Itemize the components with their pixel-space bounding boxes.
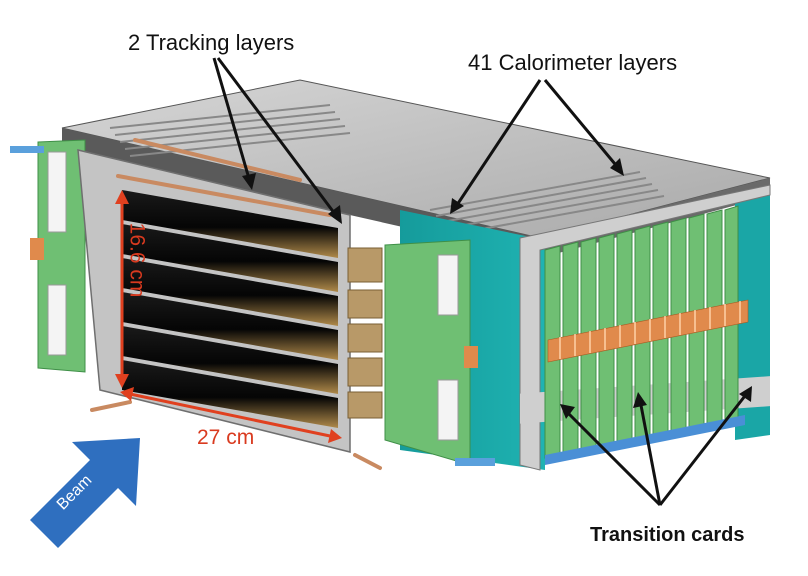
- calorimeter-frame: [519, 184, 771, 471]
- sensor-pads: [347, 247, 383, 419]
- left-connector: [30, 238, 44, 260]
- connector-teeth: [559, 301, 741, 359]
- left-cable: [10, 146, 44, 153]
- beam-arrow-shape: [30, 438, 140, 548]
- copper-rods: [90, 138, 382, 470]
- left-board-chips: [47, 151, 67, 356]
- right-cable: [455, 458, 495, 466]
- height-dimension-label: 16.6 cm: [125, 222, 149, 298]
- calorimeter-layers-label: 41 Calorimeter layers: [468, 50, 678, 75]
- right-board-chips: [437, 254, 459, 441]
- blue-cable-strip: [545, 415, 745, 465]
- pointer-arrows: [212, 57, 750, 507]
- top-grooves: [109, 104, 665, 235]
- width-dimension-label: 27 cm: [197, 426, 255, 449]
- tracker-sensors: [122, 190, 338, 428]
- transition-cards-label: Transition cards: [590, 524, 745, 546]
- connector-strip: [547, 299, 749, 363]
- pointer-arrowheads: [242, 158, 752, 419]
- right-connector: [464, 346, 478, 368]
- tracking-layers-label: 2 Tracking layers: [128, 30, 295, 55]
- dimension-arrows: [115, 190, 342, 443]
